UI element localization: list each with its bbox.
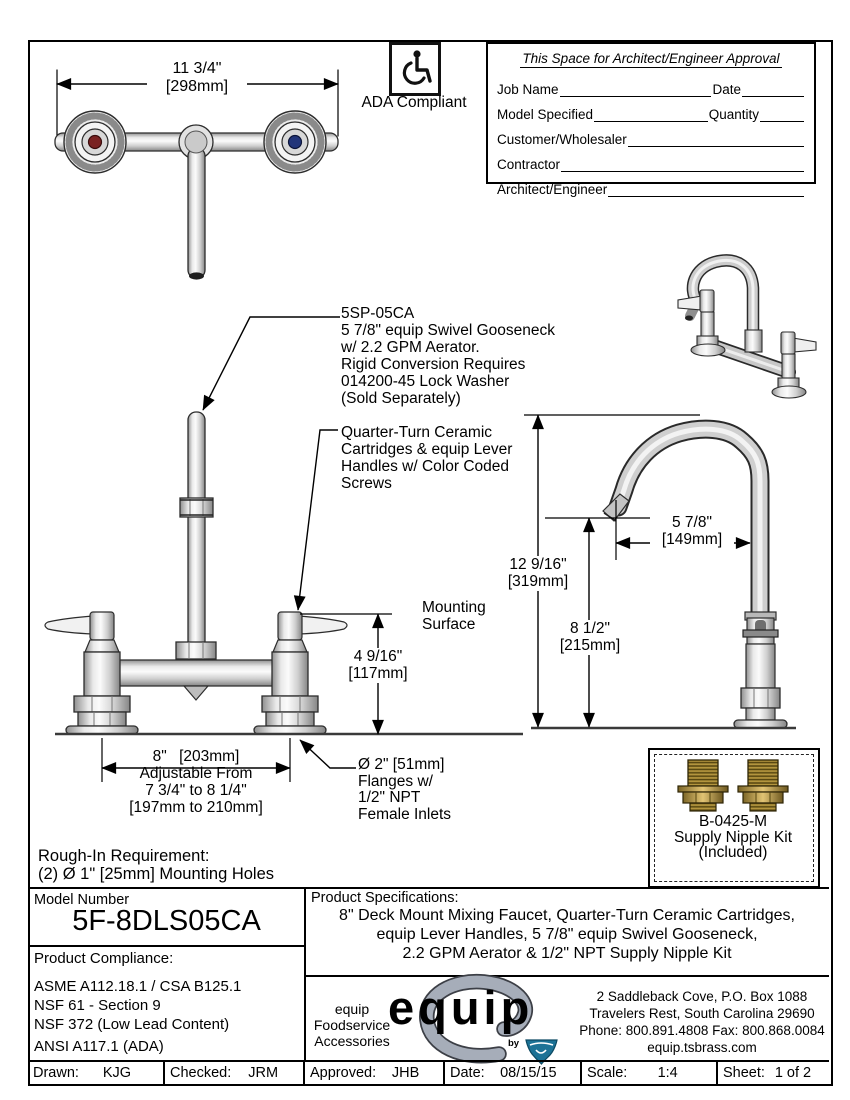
model-number-label: Model Number <box>34 892 130 908</box>
dim-overall-height: 12 9/16" [319mm] <box>494 556 582 591</box>
ts-brass-logo <box>525 1039 558 1065</box>
drawing-footer: Drawn:KJG Checked:JRM Approved:JHB Date:… <box>28 1060 829 1084</box>
supply-nipple-icons <box>677 759 789 812</box>
compliance-item: ANSI A117.1 (ADA) <box>34 1038 164 1055</box>
cold-index-screw <box>287 134 303 150</box>
sheet-border <box>28 40 833 1086</box>
mounting-surface-label: Mounting Surface <box>422 599 486 633</box>
approval-row-customer: Customer/Wholesaler <box>497 122 805 147</box>
footer-scale: Scale:1:4 <box>582 1062 718 1084</box>
equip-logo-swoosh <box>419 973 533 1064</box>
supply-kit-label: B-0425-M Supply Nipple Kit (Included) <box>673 813 793 861</box>
approval-title: This Space for Architect/Engineer Approv… <box>520 51 782 68</box>
compliance-item: NSF 61 - Section 9 <box>34 997 161 1014</box>
faucet-front-view <box>44 411 523 736</box>
footer-approved: Approved:JHB <box>305 1062 445 1084</box>
approval-contractor-line[interactable] <box>561 156 804 172</box>
approval-row-model: Model Specified Quantity <box>497 97 805 122</box>
approval-contractor-label: Contractor <box>497 157 561 172</box>
dim-centers: 8" [203mm] Adjustable From 7 3/4" to 8 1… <box>129 748 263 816</box>
approval-customer-line[interactable] <box>627 131 804 147</box>
callout-flanges: Ø 2" [51mm] Flanges w/ 1/2" NPT Female I… <box>358 756 452 823</box>
approval-row-architect: Architect/Engineer <box>497 172 805 197</box>
approval-customer-label: Customer/Wholesaler <box>497 132 627 147</box>
approval-model-line[interactable] <box>594 106 708 122</box>
callout-gooseneck: 5SP-05CA 5 7/8" equip Swivel Gooseneck w… <box>341 305 556 407</box>
hot-index-screw <box>87 134 103 150</box>
equip-logo-by: by <box>508 1038 520 1049</box>
approval-qty-line[interactable] <box>760 106 804 122</box>
model-number: 5F-8DLS05CA <box>72 905 261 937</box>
brand-tagline: equip Foodservice Accessories <box>313 1001 391 1049</box>
dim-top-width: 11 3/4" [298mm] <box>147 60 247 96</box>
product-specs-label: Product Specifications: <box>311 890 459 906</box>
approval-row-contractor: Contractor <box>497 147 805 172</box>
title-block-rules <box>28 887 829 1060</box>
callout-cartridge: Quarter-Turn Ceramic Cartridges & equip … <box>341 424 513 492</box>
footer-checked: Checked:JRM <box>165 1062 305 1084</box>
dim-top-width-in: 11 3/4" <box>172 60 222 77</box>
equip-logo-text: equip <box>388 981 534 1034</box>
approval-row-job: Job Name Date <box>497 72 805 97</box>
supply-kit-dashed-border <box>654 754 814 882</box>
supply-kit-box <box>648 748 820 888</box>
dim-spout-reach: 5 7/8" [149mm] <box>650 514 734 549</box>
ada-symbol-box <box>389 42 441 96</box>
footer-date: Date:08/15/15 <box>445 1062 582 1084</box>
approval-architect-line[interactable] <box>608 181 804 197</box>
company-address: 2 Saddleback Cove, P.O. Box 1088 Travele… <box>579 989 825 1055</box>
ada-wheelchair-icon <box>402 50 432 85</box>
faucet-side-view <box>531 419 796 730</box>
footer-drawn: Drawn:KJG <box>28 1062 165 1084</box>
compliance-item: NSF 372 (Low Lead Content) <box>34 1016 230 1033</box>
rough-in-note: Rough-In Requirement: (2) Ø 1" [25mm] Mo… <box>38 847 275 883</box>
approval-model-label: Model Specified <box>497 107 594 122</box>
product-specs: 8" Deck Mount Mixing Faucet, Quarter-Tur… <box>339 907 795 962</box>
dim-top-width-mm: [298mm] <box>165 77 229 95</box>
footer-sheet: Sheet:1 of 2 <box>723 1065 812 1081</box>
approval-architect-label: Architect/Engineer <box>497 182 608 197</box>
product-compliance-list: ASME A112.18.1 / CSA B125.1 NSF 61 - Sec… <box>34 977 241 1056</box>
product-compliance-label: Product Compliance: <box>34 950 174 967</box>
supply-nipple-right <box>737 759 789 812</box>
dim-spout-clearance: 8 1/2" [215mm] <box>551 620 629 655</box>
compliance-item: ASME A112.18.1 / CSA B125.1 <box>34 978 242 995</box>
approval-job-label: Job Name <box>497 82 559 97</box>
leader-lines <box>202 316 356 769</box>
approval-job-line[interactable] <box>559 81 712 97</box>
approval-box: This Space for Architect/Engineer Approv… <box>486 42 816 197</box>
ada-label: ADA Compliant <box>361 94 467 111</box>
approval-date-label: Date <box>712 82 741 97</box>
faucet-perspective-view <box>677 254 817 399</box>
dim-handle-height: 4 9/16" [117mm] <box>334 648 422 683</box>
approval-qty-label: Quantity <box>708 107 759 122</box>
faucet-top-view <box>54 69 339 280</box>
supply-nipple-left <box>677 759 729 812</box>
approval-date-line[interactable] <box>742 81 804 97</box>
